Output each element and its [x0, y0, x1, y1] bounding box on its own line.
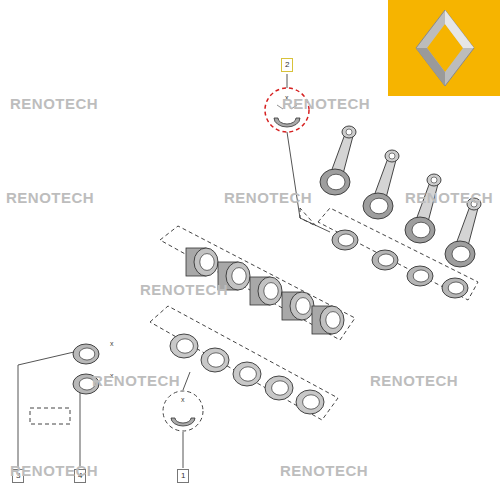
- bearing-parts: [73, 126, 481, 414]
- watermark: RENOTECH: [280, 463, 368, 478]
- watermark: RENOTECH: [92, 373, 180, 388]
- callout-number: 2: [281, 58, 293, 72]
- callout-number: 1: [177, 469, 189, 483]
- group-outlines: [30, 208, 478, 424]
- leader-lines: [18, 74, 330, 468]
- watermark: RENOTECH: [282, 96, 370, 111]
- watermark: RENOTECH: [224, 190, 312, 205]
- dimension-mark: x: [109, 340, 115, 347]
- watermark: RENOTECH: [10, 463, 98, 478]
- watermark: RENOTECH: [370, 373, 458, 388]
- watermark: RENOTECH: [6, 190, 94, 205]
- renault-logo: [388, 0, 500, 96]
- detail-circle: [163, 391, 203, 431]
- watermark: RENOTECH: [140, 282, 228, 297]
- dimension-mark: x: [180, 396, 186, 403]
- watermark: RENOTECH: [405, 190, 493, 205]
- watermark: RENOTECH: [10, 96, 98, 111]
